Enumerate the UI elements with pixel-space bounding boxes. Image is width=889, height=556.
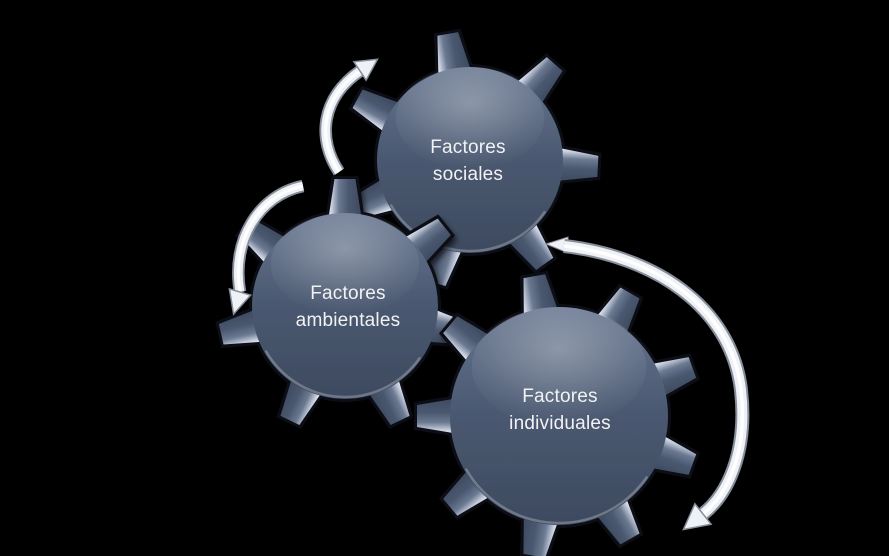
curved-arrow-down-icon — [228, 179, 305, 316]
arrows-layer — [228, 58, 750, 531]
curved-arrow-up-icon — [319, 58, 379, 176]
curved-arrow-clockwise-icon — [544, 236, 750, 531]
gears-layer — [215, 28, 701, 556]
gear-factores-sociales — [344, 28, 602, 290]
gear-factores-individuales — [414, 270, 701, 556]
